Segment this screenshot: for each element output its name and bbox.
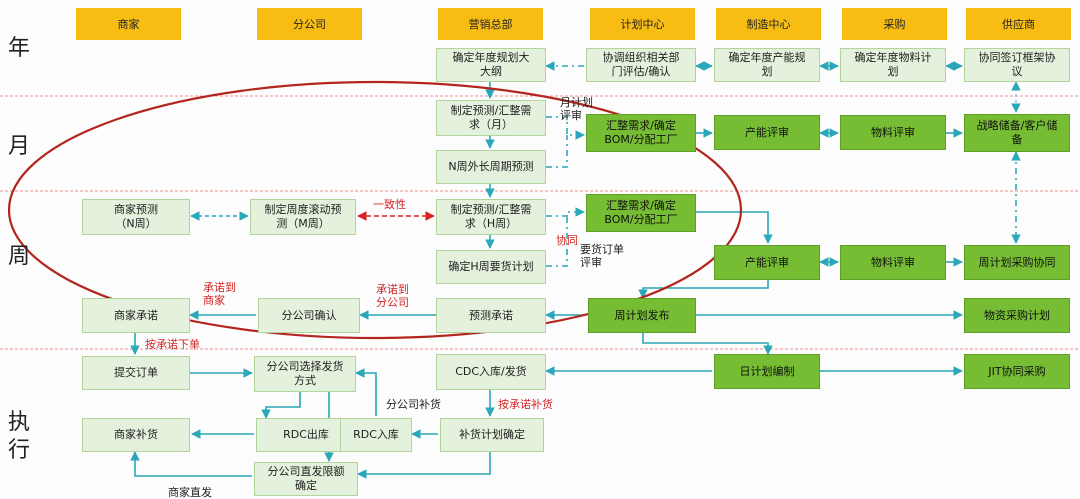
conn-rdcin-brship [355,368,377,416]
label-merchant-direct: 商家直发 [168,486,212,499]
box-branch-confirm: 分公司确认 [258,298,360,333]
box-hq-week-forecast: 制定预测/汇整需 求（H周） [436,199,546,235]
box-purchase-material-review-month: 物料评审 [840,115,946,150]
box-supplier-strategic-reserve: 战略储备/客户储 备 [964,114,1070,152]
label-replenish-by-commitment: 按承诺补货 [498,398,553,411]
box-merchant-commitment: 商家承诺 [82,298,190,333]
box-branch-direct-limit: 分公司直发限额 确定 [254,462,358,496]
box-branch-ship-method: 分公司选择发货 方式 [254,356,356,392]
label-commit-to-merchant: 承诺到 商家 [203,281,236,307]
conn-release-daily [642,332,773,355]
box-hq-h-week-plan: 确定H周要货计划 [436,250,546,284]
label-order-by-commitment: 按承诺下单 [145,338,200,351]
conn-brship-rdcout [261,392,301,419]
box-planning-coordinate: 协调组织相关部 门评估/确认 [586,48,696,82]
label-branch-replenish: 分公司补货 [386,398,441,411]
highlight-ellipse [7,80,743,340]
conn-mfg-release [638,280,769,299]
label-consistency: 一致性 [373,198,406,211]
box-supplier-material-plan: 物资采购计划 [964,298,1070,333]
box-purchase-material-review-week: 物料评审 [840,245,946,280]
box-hq-replenish-plan: 补货计划确定 [440,418,544,452]
box-merchant-forecast: 商家预测 （N周） [82,199,190,235]
box-supplier-jit: JIT协同采购 [964,354,1070,389]
box-branch-rdc-outbound: RDC出库 [256,418,356,452]
box-merchant-replenish: 商家补货 [82,418,190,452]
box-planning-week-summary: 汇整需求/确定 BOM/分配工厂 [586,194,696,232]
box-planning-month-summary: 汇整需求/确定 BOM/分配工厂 [586,114,696,152]
box-merchant-submit-order: 提交订单 [82,356,190,390]
label-coordinate: 协同 [556,234,578,247]
conn-plan-mfg-week [696,211,773,244]
box-hq-annual-plan: 确定年度规划大 大纲 [436,48,546,82]
conn-hqmonth-plan [546,116,585,140]
box-purchase-annual-material: 确定年度物料计 划 [840,48,946,82]
box-mfg-annual-capacity: 确定年度产能规 划 [714,48,820,82]
lane-header-supplier: 供应商 [966,8,1071,40]
box-hq-n-week-forecast: N周外长周期预测 [436,150,546,184]
conn-direct-replenish [130,451,252,477]
lane-header-planning: 计划中心 [590,8,695,40]
lane-header-branch: 分公司 [257,8,362,40]
conn-hweek-plan [546,216,568,267]
lane-header-merchant: 商家 [76,8,181,40]
box-supplier-framework: 协同签订框架协 议 [964,48,1070,82]
box-hq-cdc-inbound: CDC入库/发货 [436,354,546,390]
box-hq-forecast-commitment: 预测承诺 [436,298,546,333]
box-branch-rdc-inbound: RDC入库 [340,418,412,452]
row-label-exec-2: 行 [8,438,31,463]
conn-replenishplan-direct [357,452,491,479]
box-mfg-capacity-review-month: 产能评审 [714,115,820,150]
row-label-exec-1: 执 [8,410,31,435]
row-label-year: 年 [8,36,31,61]
label-month-plan-review: 月计划 评审 [560,96,593,122]
lane-header-purchase: 采购 [842,8,947,40]
box-supplier-week-coordination: 周计划采购协同 [964,245,1070,280]
box-branch-rolling-forecast: 制定周度滚动预 测（M周） [250,199,356,235]
row-label-month: 月 [8,134,31,159]
row-label-week: 周 [8,244,31,269]
conn-hqweek-plan [546,207,585,217]
lane-header-hq: 营销总部 [438,8,543,40]
box-mfg-capacity-review-week: 产能评审 [714,245,820,280]
label-commit-to-branch: 承诺到 分公司 [376,283,409,309]
lane-header-mfg: 制造中心 [716,8,821,40]
box-mfg-daily-plan: 日计划编制 [714,354,820,389]
conn-nweek-plan [546,135,568,168]
label-order-review: 要货订单 评审 [580,243,624,269]
box-hq-month-forecast: 制定预测/汇整需 求（月） [436,100,546,136]
box-planning-week-release: 周计划发布 [588,298,696,333]
